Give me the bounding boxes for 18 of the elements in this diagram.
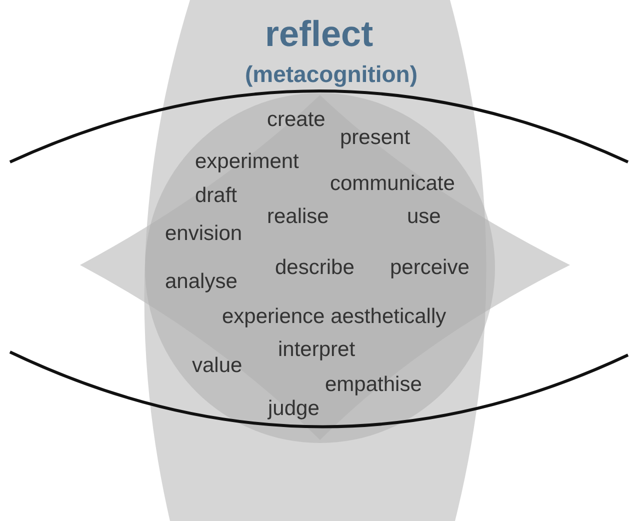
- word-label: envision: [165, 222, 242, 246]
- word-label: communicate: [330, 172, 455, 196]
- word-label: draft: [195, 184, 238, 208]
- word-label: empathise: [325, 373, 422, 397]
- word-label: experiment: [195, 150, 299, 174]
- title: reflect: [265, 14, 374, 54]
- word-label: create: [267, 108, 326, 132]
- word-label: realise: [267, 205, 329, 229]
- word-label: perceive: [390, 256, 470, 280]
- word-label: use: [407, 205, 441, 229]
- word-label: describe: [275, 256, 354, 280]
- subtitle: (metacognition): [245, 62, 418, 86]
- word-label: judge: [268, 397, 320, 421]
- word-label: present: [340, 126, 410, 150]
- word-label: interpret: [278, 338, 356, 362]
- word-label: value: [192, 354, 242, 378]
- word-label: analyse: [165, 270, 238, 294]
- word-label: experience aesthetically: [222, 305, 446, 329]
